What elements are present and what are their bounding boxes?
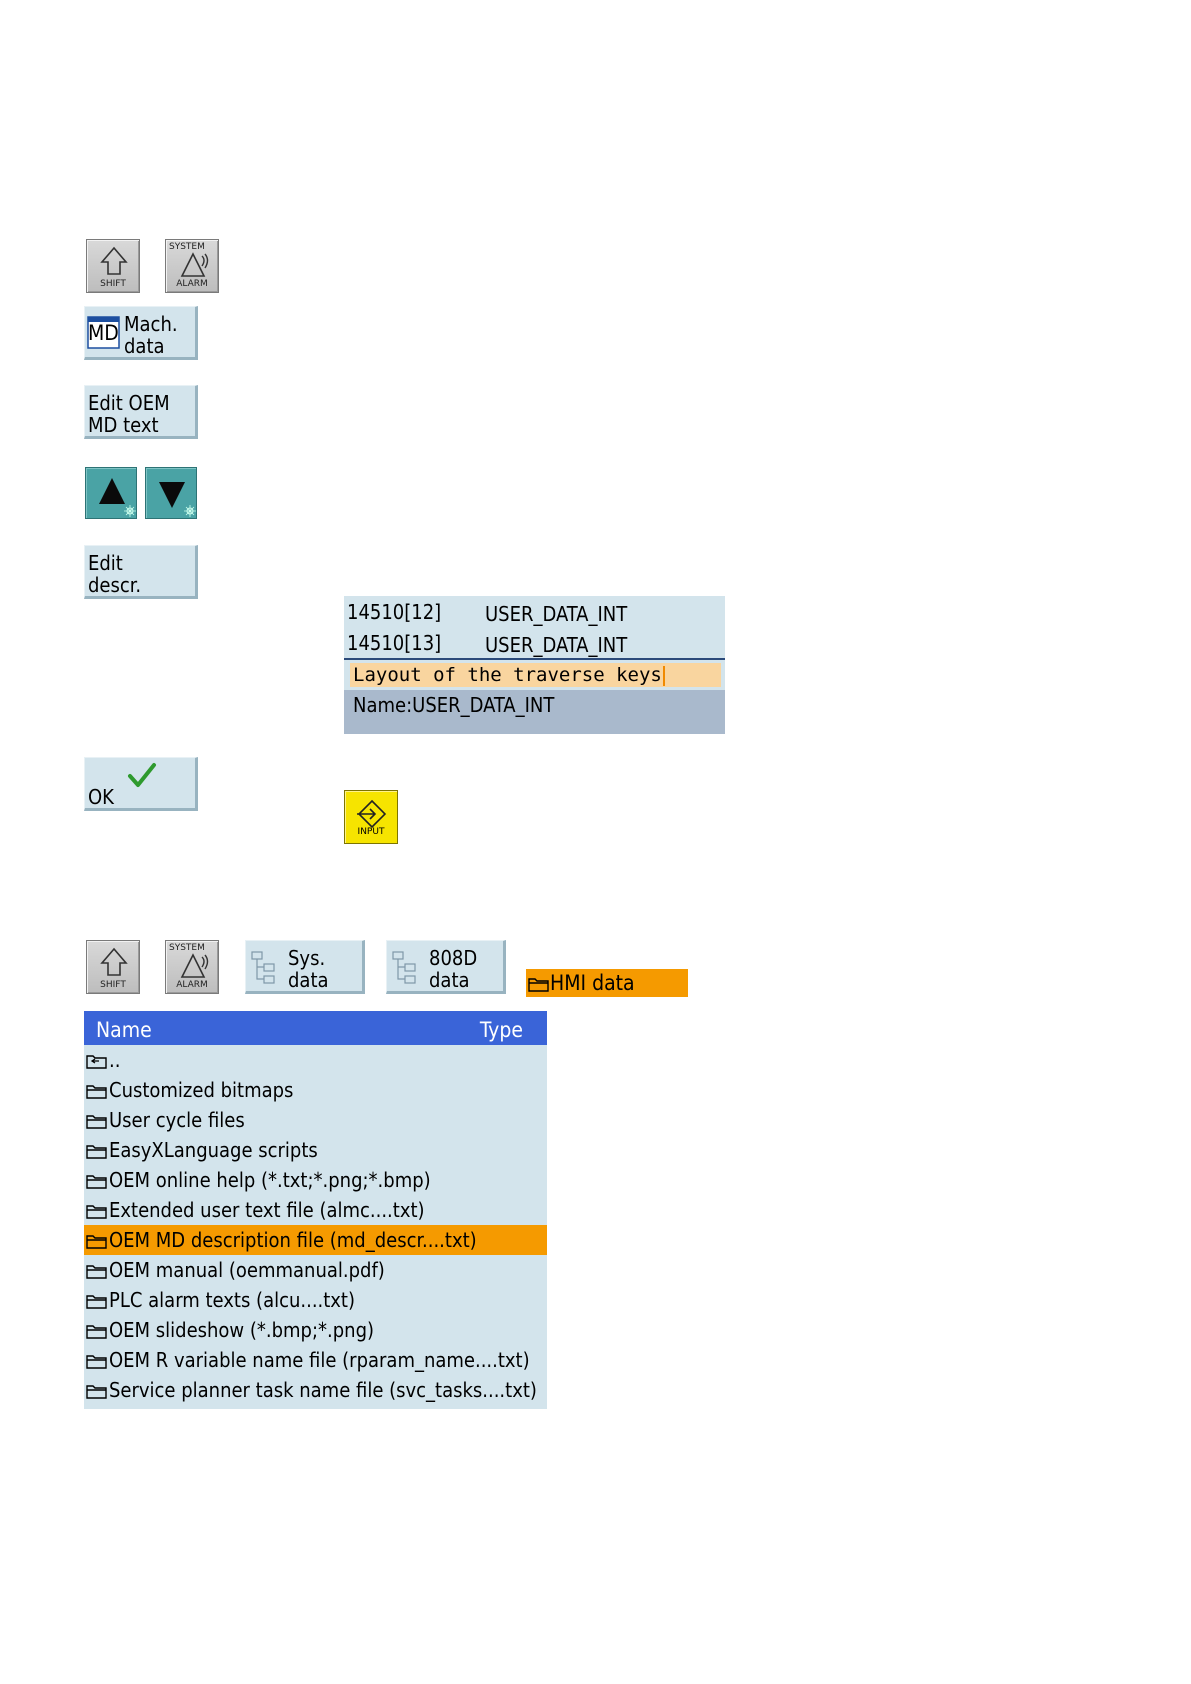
folder-icon	[86, 1295, 107, 1309]
input-caption: INPUT	[357, 827, 385, 837]
file-list-item-label: OEM manual (oemmanual.pdf)	[109, 1258, 385, 1282]
808d-data-softkey[interactable]: 808D data	[386, 940, 506, 994]
md-divider	[344, 658, 725, 660]
folder-icon	[86, 1145, 107, 1159]
file-list-item[interactable]: PLC alarm texts (alcu....txt)	[84, 1285, 547, 1315]
parent-directory-row[interactable]: ..	[84, 1045, 547, 1075]
shift-arrow-icon	[100, 947, 128, 976]
file-list-item[interactable]: Service planner task name file (svc_task…	[84, 1375, 547, 1405]
tree-icon	[392, 951, 416, 984]
file-list-item-label: OEM R variable name file (rparam_name...…	[109, 1348, 530, 1372]
folder-icon	[86, 1085, 107, 1099]
mach-data-softkey[interactable]: MD Mach. data	[84, 306, 198, 360]
edit-oem-md-text-label: Edit OEM MD text	[88, 391, 170, 437]
system-alarm-key[interactable]: SYSTEM ALARM	[165, 940, 219, 994]
md-row[interactable]: 14510[13] USER_DATA_INT	[344, 627, 725, 659]
folder-icon	[86, 1325, 107, 1339]
folder-up-icon	[86, 1055, 107, 1069]
alarm-caption: ALARM	[176, 980, 208, 990]
folder-icon	[86, 1205, 107, 1219]
input-enter-icon	[357, 799, 387, 829]
folder-icon	[86, 1265, 107, 1279]
shift-caption: SHIFT	[100, 980, 126, 990]
shift-key[interactable]: SHIFT	[86, 239, 140, 293]
file-list-header: Name Type	[84, 1011, 547, 1045]
folder-icon	[86, 1355, 107, 1369]
cursor-down-key[interactable]	[145, 467, 197, 519]
sys-data-label: Sys. data	[288, 946, 329, 992]
md-list-panel: 14510[12] USER_DATA_INT 14510[13] USER_D…	[344, 596, 725, 734]
folder-icon	[86, 1235, 107, 1249]
file-list-item-label: OEM slideshow (*.bmp;*.png)	[109, 1318, 375, 1342]
md-status-line: Name:USER_DATA_INT	[344, 690, 725, 734]
system-label: SYSTEM	[169, 943, 205, 953]
parent-directory-label: ..	[109, 1048, 121, 1072]
cursor-up-key[interactable]	[85, 467, 137, 519]
column-header-name[interactable]: Name	[96, 1018, 152, 1042]
edit-descr-softkey[interactable]: Edit descr.	[84, 545, 198, 599]
up-arrow-icon	[99, 478, 136, 517]
file-list-item[interactable]: User cycle files	[84, 1105, 547, 1135]
text-cursor	[662, 665, 665, 686]
file-list-item[interactable]: EasyXLanguage scripts	[84, 1135, 547, 1165]
down-arrow-icon	[159, 482, 196, 517]
checkmark-icon	[128, 763, 156, 787]
edit-descr-label: Edit descr.	[88, 551, 142, 597]
alarm-triangle-icon	[180, 252, 209, 277]
file-list-item-label: Service planner task name file (svc_task…	[109, 1378, 537, 1402]
md-icon-label: MD	[88, 321, 119, 345]
md-row[interactable]: 14510[12] USER_DATA_INT	[344, 596, 725, 628]
md-description-input[interactable]: Layout of the traverse keys	[350, 663, 721, 687]
md-name: USER_DATA_INT	[485, 633, 628, 657]
shift-caption: SHIFT	[100, 279, 126, 289]
system-alarm-key[interactable]: SYSTEM ALARM	[165, 239, 219, 293]
system-label: SYSTEM	[169, 242, 205, 252]
sys-data-softkey[interactable]: Sys. data	[245, 940, 365, 994]
shift-arrow-icon	[100, 246, 128, 275]
file-list-item[interactable]: OEM MD description file (md_descr....txt…	[84, 1225, 547, 1255]
md-name: USER_DATA_INT	[485, 602, 628, 626]
hmi-data-label: HMI data	[550, 971, 635, 995]
ok-label: OK	[88, 785, 114, 809]
file-list-item-label: Extended user text file (almc....txt)	[109, 1198, 425, 1222]
file-list-item-label: OEM MD description file (md_descr....txt…	[109, 1228, 477, 1252]
808d-data-label: 808D data	[429, 946, 478, 992]
shift-key[interactable]: SHIFT	[86, 940, 140, 994]
md-icon	[87, 316, 120, 349]
file-list-item-label: EasyXLanguage scripts	[109, 1138, 318, 1162]
folder-icon	[528, 978, 549, 992]
file-list-item[interactable]: OEM online help (*.txt;*.png;*.bmp)	[84, 1165, 547, 1195]
ok-softkey[interactable]: OK	[84, 757, 198, 811]
input-key[interactable]: INPUT	[344, 790, 398, 844]
column-header-type[interactable]: Type	[479, 1018, 523, 1042]
file-list-item[interactable]: Customized bitmaps	[84, 1075, 547, 1105]
file-list-item[interactable]: OEM R variable name file (rparam_name...…	[84, 1345, 547, 1375]
md-description-text: Layout of the traverse keys	[353, 664, 662, 686]
file-list-item[interactable]: OEM slideshow (*.bmp;*.png)	[84, 1315, 547, 1345]
folder-icon	[86, 1175, 107, 1189]
file-list-item[interactable]: Extended user text file (almc....txt)	[84, 1195, 547, 1225]
folder-icon	[86, 1385, 107, 1399]
md-number: 14510[13]	[347, 631, 442, 655]
file-list-item[interactable]: OEM manual (oemmanual.pdf)	[84, 1255, 547, 1285]
edit-oem-md-text-softkey[interactable]: Edit OEM MD text	[84, 385, 198, 439]
file-list-item-label: OEM online help (*.txt;*.png;*.bmp)	[109, 1168, 431, 1192]
md-number: 14510[12]	[347, 600, 442, 624]
alarm-caption: ALARM	[176, 279, 208, 289]
alarm-triangle-icon	[180, 953, 209, 978]
mach-data-label: Mach. data	[124, 312, 178, 358]
file-list-item-label: PLC alarm texts (alcu....txt)	[109, 1288, 356, 1312]
tree-icon	[251, 951, 275, 984]
file-list-item-label: Customized bitmaps	[109, 1078, 294, 1102]
file-list-item-label: User cycle files	[109, 1108, 245, 1132]
folder-icon	[86, 1115, 107, 1129]
hmi-data-folder[interactable]: HMI data	[526, 969, 688, 997]
